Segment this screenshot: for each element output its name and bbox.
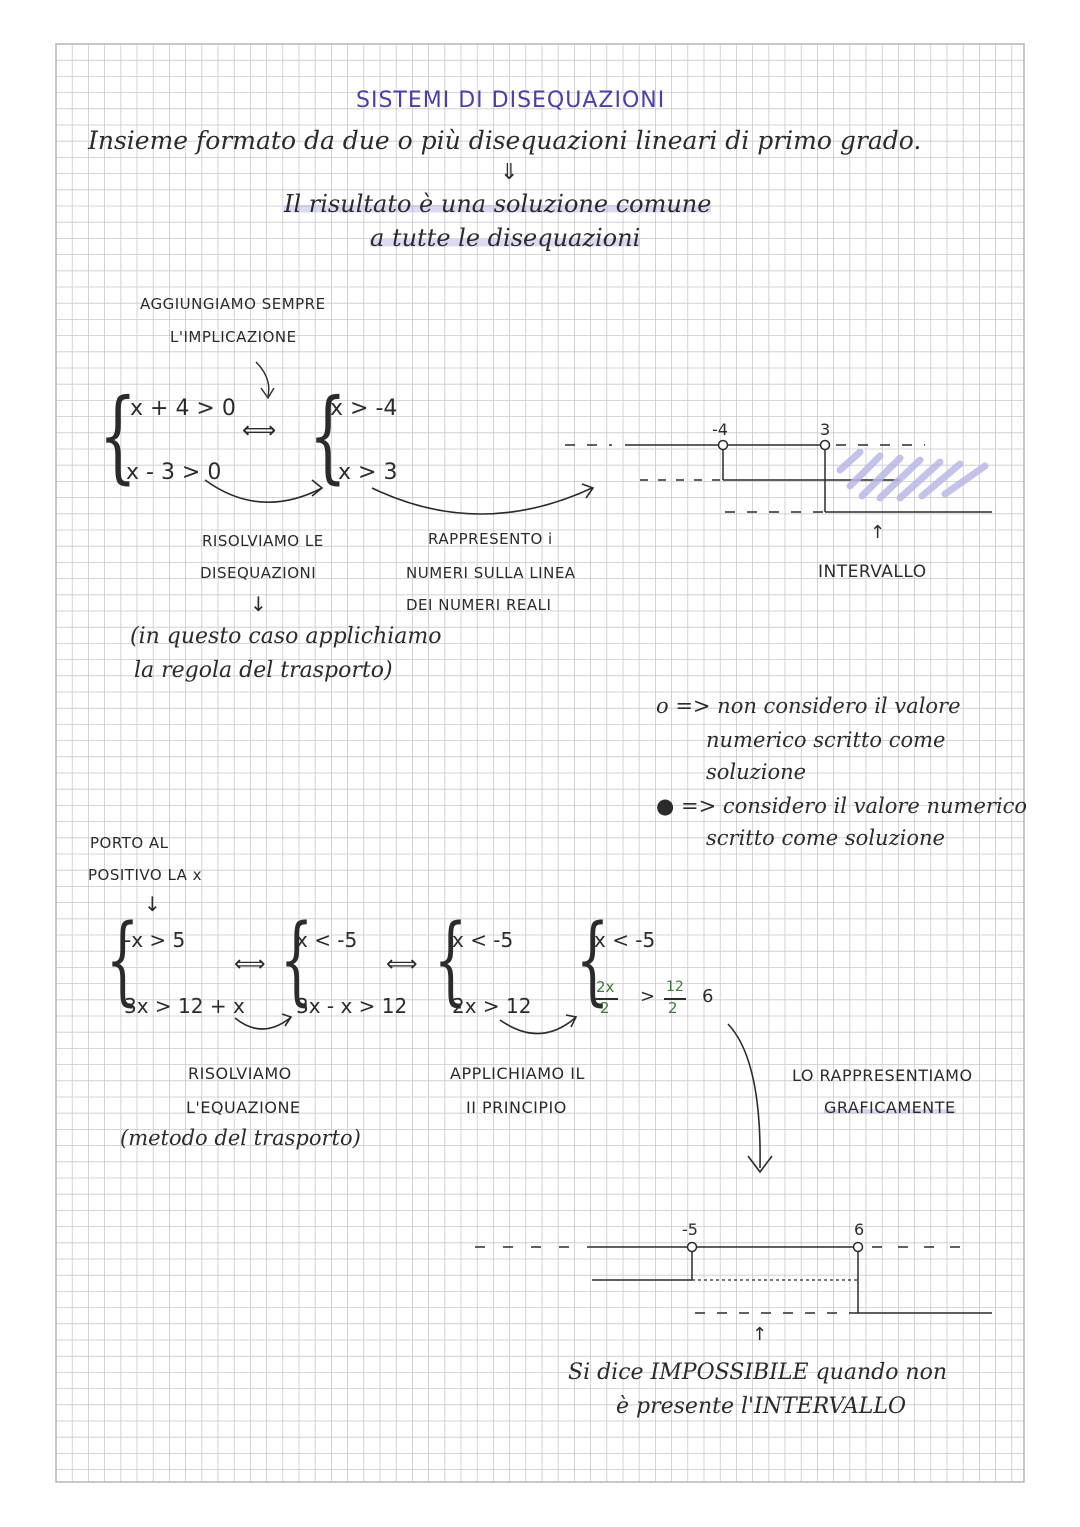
- tick-label-minus4: -4: [712, 420, 728, 439]
- solve-down-arrow: ↓: [250, 592, 267, 616]
- system-2-line-1: x < -5: [296, 928, 358, 952]
- system-brace: {: [98, 377, 137, 494]
- note-implication-1: AGGIUNGIAMO SEMPRE: [140, 295, 326, 313]
- repr-arrow-head-1: [581, 483, 595, 499]
- open-point-minus5: [686, 1241, 698, 1253]
- open-point-6: [852, 1241, 864, 1253]
- grid-lines: [55, 43, 1024, 1482]
- conclusion-line-1: Si dice IMPOSSIBILE quando non: [568, 1360, 948, 1385]
- conclusion-up-arrow: ↑: [752, 1324, 768, 1345]
- legend-open-1: o => non considero il valore: [656, 694, 961, 718]
- legend-closed-2: scritto come soluzione: [706, 826, 945, 850]
- implication-symbol: ⟺: [386, 952, 418, 977]
- intro-line-3: a tutte le disequazioni: [370, 224, 641, 252]
- fraction-right-num: 12: [666, 979, 684, 995]
- interval-label: INTERVALLO: [818, 562, 927, 582]
- number-line-2: [475, 1241, 992, 1314]
- fraction-right-den: 2: [668, 999, 678, 1017]
- intro-implies-arrow: ⇓: [500, 160, 519, 185]
- number-line-1: [565, 439, 992, 513]
- tick-label-3: 3: [820, 420, 831, 439]
- legend-open-3: soluzione: [706, 760, 807, 784]
- system-a-line-2: x - 3 > 0: [126, 460, 222, 485]
- implication-curve-arrow: [255, 361, 270, 397]
- system-brace: {: [433, 904, 468, 1016]
- tick-label-6: 6: [854, 1220, 865, 1239]
- system-2-line-2: 3x - x > 12: [296, 994, 408, 1018]
- graph-arrow-curve: [727, 1023, 761, 1169]
- label-graph-1: LO RAPPRESENTIAMO: [792, 1066, 973, 1085]
- note-paren-1: (in questo caso applichiamo: [130, 624, 442, 649]
- system-3-line-1: x < -5: [452, 928, 514, 952]
- label-repr-2: NUMERI SULLA LINEA: [406, 564, 576, 582]
- note-paren-2: la regola del trasporto): [134, 658, 393, 683]
- apply-arrow-curve-2: [499, 1017, 576, 1035]
- grid-border: [55, 43, 1025, 1483]
- interval-up-arrow: ↑: [870, 522, 886, 543]
- repr-arrow-curve-1: [371, 487, 593, 515]
- label-solve-1: RISOLVIAMO LE: [202, 532, 324, 550]
- fraction-result: 6: [702, 986, 714, 1007]
- implication-symbol: ⟺: [242, 416, 277, 444]
- fraction-right-bar: [664, 998, 686, 1000]
- page-title: SISTEMI DI DISEQUAZIONI: [356, 88, 666, 113]
- conclusion-line-2: è presente l'INTERVALLO: [616, 1394, 907, 1419]
- graph-arrow-head: [747, 1155, 773, 1174]
- fraction-left-bar: [594, 998, 618, 1000]
- system-b-line-2: x > 3: [338, 460, 398, 485]
- label-solve-eq-2: L'EQUAZIONE: [186, 1098, 301, 1117]
- note-implication-2: L'IMPLICAZIONE: [170, 328, 297, 346]
- system-a-line-1: x + 4 > 0: [130, 396, 236, 421]
- system-brace: {: [105, 904, 140, 1016]
- label-apply-2: II PRINCIPIO: [466, 1098, 567, 1117]
- legend-closed-1: ● => considero il valore numerico: [656, 794, 1028, 818]
- positive-down-arrow: ↓: [144, 892, 161, 916]
- implication-curve-arrow-head: [260, 387, 275, 400]
- label-solve-eq-1: RISOLVIAMO: [188, 1064, 292, 1083]
- label-repr-1: RAPPRESENTO i: [428, 530, 553, 548]
- intro-line-2: Il risultato è una soluzione comune: [284, 190, 712, 218]
- system-brace: {: [575, 904, 610, 1016]
- label-repr-3: DEI NUMERI REALI: [406, 596, 552, 614]
- system-4-line-1: x < -5: [594, 928, 656, 952]
- fraction-gt: >: [640, 986, 656, 1007]
- system-1-line-2: 3x > 12 + x: [124, 994, 245, 1018]
- solve-arrow-head-1: [311, 479, 324, 497]
- solve-arrow-curve-1: [204, 479, 323, 503]
- system-3-line-2: 2x > 12: [452, 994, 532, 1018]
- system-brace: {: [279, 904, 314, 1016]
- system-brace: {: [308, 377, 347, 494]
- system-b-line-1: x > -4: [330, 396, 398, 421]
- label-solve-2: DISEQUAZIONI: [200, 564, 317, 582]
- fraction-left-den: 2: [600, 999, 610, 1017]
- tick-label-minus5: -5: [682, 1220, 698, 1239]
- label-graph-2: GRAFICAMENTE: [824, 1098, 956, 1117]
- solution-hatch: [836, 448, 989, 502]
- open-point-3: [819, 439, 831, 451]
- solve-arrow-head-2: [281, 1013, 293, 1027]
- open-point-minus4: [717, 439, 729, 451]
- label-solve-eq-3: (metodo del trasporto): [120, 1126, 361, 1150]
- apply-arrow-head-2: [565, 1014, 578, 1028]
- system-1-line-1: -x > 5: [124, 928, 186, 952]
- solve-arrow-curve-2: [234, 1017, 291, 1030]
- fraction-left-num: 2x: [596, 978, 615, 996]
- label-apply-1: APPLICHIAMO IL: [450, 1064, 585, 1083]
- implication-symbol: ⟺: [234, 952, 266, 977]
- note-positive-2: POSITIVO LA x: [88, 866, 203, 884]
- note-positive-1: PORTO AL: [90, 834, 169, 852]
- legend-open-2: numerico scritto come: [706, 728, 946, 752]
- intro-line-1: Insieme formato da due o più disequazion…: [88, 126, 922, 155]
